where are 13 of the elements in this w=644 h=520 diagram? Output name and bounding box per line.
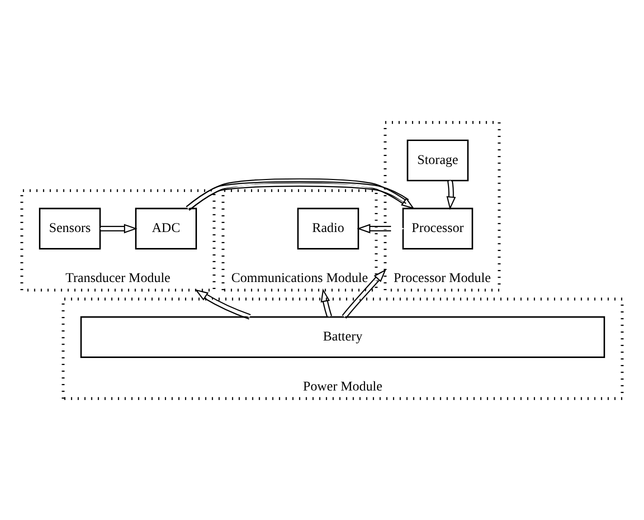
node-box: Radio: [297, 207, 360, 249]
arrow: [446, 180, 456, 210]
node-box: ADC: [135, 207, 197, 249]
node-box: Storage: [406, 139, 469, 181]
node-box: Battery: [80, 316, 606, 358]
node-box: Processor: [402, 207, 474, 249]
arrow: [100, 223, 138, 233]
arrow: [320, 288, 332, 317]
arrow: [356, 223, 404, 233]
arrow: [194, 288, 251, 320]
node-box: Sensors: [38, 207, 101, 249]
arrow: [186, 178, 415, 210]
arrow: [342, 268, 386, 318]
